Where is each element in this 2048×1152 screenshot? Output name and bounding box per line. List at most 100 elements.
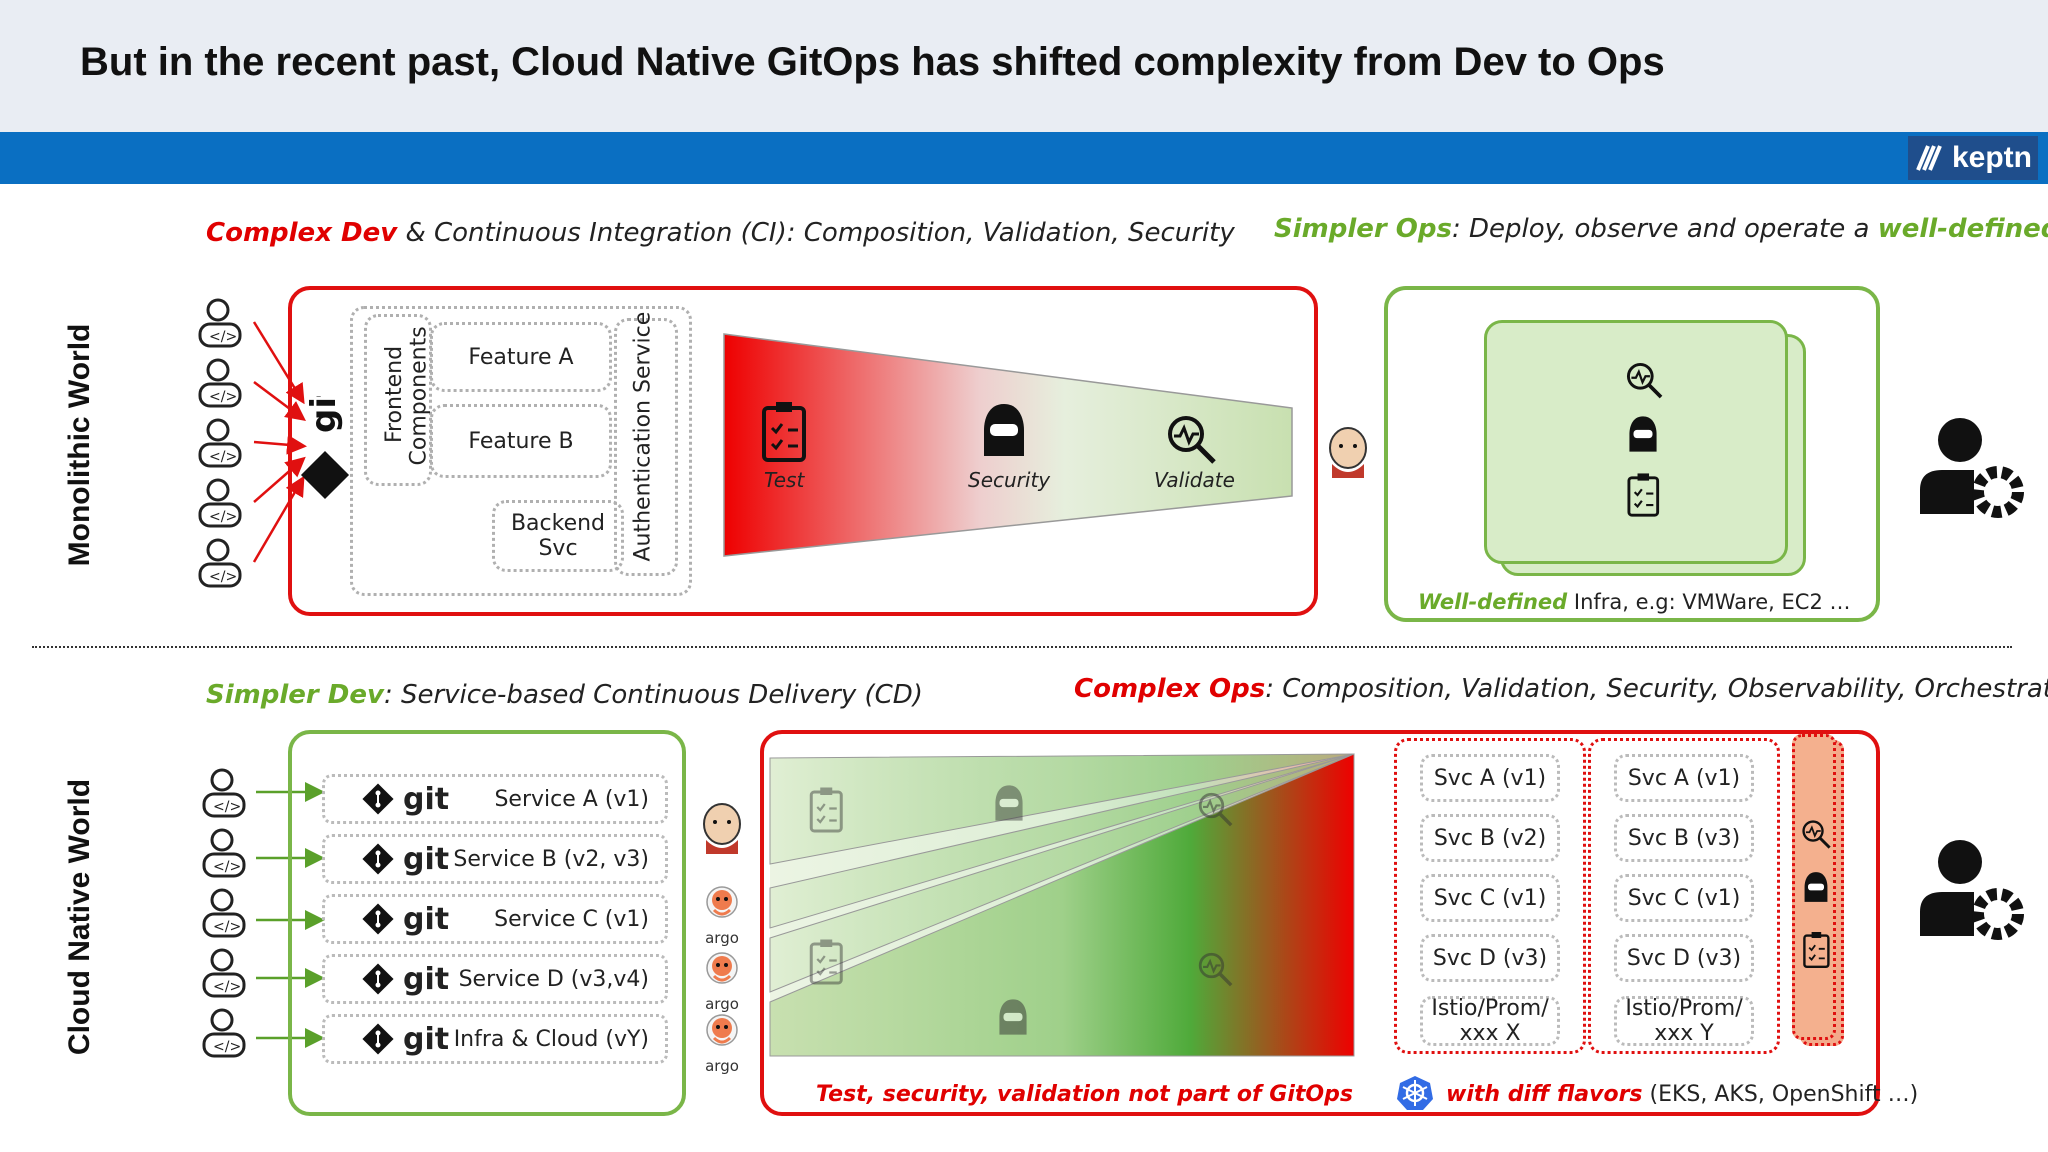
git-word: git [403, 781, 450, 817]
obs-security-icon [1804, 872, 1828, 902]
security-label: Security [968, 468, 1051, 492]
fanout-funnel [769, 753, 1355, 1057]
gitops-note: Test, security, validation not part of G… [816, 1082, 1353, 1107]
mono-world-label: Monolithic World [63, 323, 96, 567]
cloud-world-label: Cloud Native World [63, 778, 96, 1056]
clipboard-icon [762, 402, 806, 462]
svg-text:</>: </> [209, 329, 237, 345]
mono-dev-heading: Complex Dev & Continuous Integration (CI… [206, 218, 1235, 248]
argo-logo: argo [700, 884, 744, 947]
app-security-icon [1629, 416, 1657, 452]
components-label: Components [406, 326, 432, 466]
service-label: Infra & Cloud (vY) [453, 1026, 649, 1052]
git-diamond-icon [362, 963, 394, 995]
env-cluster-2 [1588, 738, 1780, 1054]
kubernetes-icon [1397, 1076, 1433, 1110]
argo-label: argo [705, 995, 739, 1013]
service-instance-box: Svc B (v3) [1614, 814, 1754, 862]
flavors-caption: with diff flavors (EKS, AKS, OpenShift …… [1446, 1082, 1919, 1107]
mono-dev-box [288, 286, 1318, 616]
env-cluster-1 [1394, 738, 1586, 1054]
faded-test-icon-1 [809, 787, 843, 833]
git-repo-row: git Service D (v3,v4) [322, 954, 668, 1004]
argo-label: argo [705, 929, 739, 947]
git-diamond-icon [362, 903, 394, 935]
developer-icons-mono: </> </> </> </> </> [198, 298, 242, 588]
service-instance-box: Svc A (v1) [1420, 754, 1560, 802]
argo-octopus-icon [706, 1014, 738, 1046]
jenkins-icon [1329, 427, 1367, 478]
svg-text:</>: </> [213, 859, 241, 875]
service-label: Service D (v3,v4) [458, 966, 649, 992]
cloud-ops-heading: Complex Ops: Composition, Validation, Se… [1074, 674, 2048, 704]
git-diamond-icon [362, 1023, 394, 1055]
obs-validate-icon [1802, 820, 1831, 849]
ops-engineer-icon-cloud [1920, 840, 2024, 940]
istio-box-1: Istio/Prom/xxx X [1420, 996, 1560, 1046]
keptn-logo-icon [1916, 145, 1942, 171]
cloud-dev-heading: Simpler Dev: Service-based Continuous De… [206, 680, 923, 710]
faded-validate-icon-2 [1198, 952, 1233, 987]
service-instance-box: Svc C (v1) [1614, 874, 1754, 922]
argo-label: argo [705, 1057, 739, 1075]
header-bar [0, 0, 2048, 132]
git-logo-icon: git [300, 396, 350, 500]
git-word: git [403, 1021, 450, 1057]
git-word: git [403, 841, 450, 877]
auth-box [614, 318, 678, 576]
faded-security-icon-1 [995, 785, 1023, 821]
composition-outer-box [350, 306, 692, 596]
app-validate-icon [1626, 362, 1663, 399]
world-separator [32, 646, 2012, 648]
argo-octopus-icon [706, 886, 738, 918]
validate-magnifier-icon [1168, 416, 1216, 464]
service-instance-box: Svc C (v1) [1420, 874, 1560, 922]
frontend-label: Frontend [382, 345, 408, 444]
svg-text:</>: </> [209, 449, 237, 465]
feature-a-box: Feature A [430, 322, 612, 392]
feature-a-label: Feature A [468, 344, 574, 370]
cloud-ops-box [760, 730, 1880, 1116]
auth-label: Authentication Service [630, 311, 656, 562]
service-instance-box: Svc D (v3) [1614, 934, 1754, 982]
hacker-icon [984, 404, 1024, 456]
validate-label: Validate [1154, 468, 1235, 492]
ops-engineer-icon [1920, 418, 2024, 518]
svg-text:</>: </> [213, 979, 241, 995]
argo-octopus-icon [706, 952, 738, 984]
infra-caption: Well-defined Infra, e.g: VMWare, EC2 … [1418, 590, 1851, 614]
istio-label-1b: xxx X [1459, 1021, 1521, 1046]
service-label: Service C (v1) [494, 906, 649, 932]
git-word: git [403, 961, 450, 997]
istio-label-2a: Istio/Prom/ [1625, 996, 1743, 1021]
svg-text:git: git [304, 396, 344, 433]
svg-text:</>: </> [213, 1039, 241, 1055]
svg-text:</>: </> [209, 569, 237, 585]
argo-logo: argo [700, 950, 744, 1013]
service-instance-box: Svc D (v3) [1420, 934, 1560, 982]
argo-logo: argo [700, 1012, 744, 1075]
frontend-box [364, 314, 432, 486]
git-diamond-icon [362, 843, 394, 875]
svg-text:</>: </> [213, 919, 241, 935]
svg-text:</>: </> [213, 799, 241, 815]
git-repo-row: git Service C (v1) [322, 894, 668, 944]
mono-ops-heading: Simpler Ops: Deploy, observe and operate… [1274, 214, 2048, 244]
istio-label-2b: xxx Y [1654, 1021, 1714, 1046]
feature-b-label: Feature B [468, 428, 574, 454]
git-word: git [403, 901, 450, 937]
feature-b-box: Feature B [430, 404, 612, 478]
jenkins-icon-cloud [703, 803, 741, 854]
backend-label: Backend [510, 511, 606, 536]
cloud-dev-box [288, 730, 686, 1116]
git-diamond-icon [362, 783, 394, 815]
obs-test-icon [1803, 932, 1830, 968]
faded-security-icon-2 [999, 999, 1027, 1035]
mono-ops-box [1384, 286, 1880, 622]
app-test-icon [1627, 473, 1660, 517]
service-instance-box: Svc B (v2) [1420, 814, 1560, 862]
test-label: Test [764, 468, 805, 492]
